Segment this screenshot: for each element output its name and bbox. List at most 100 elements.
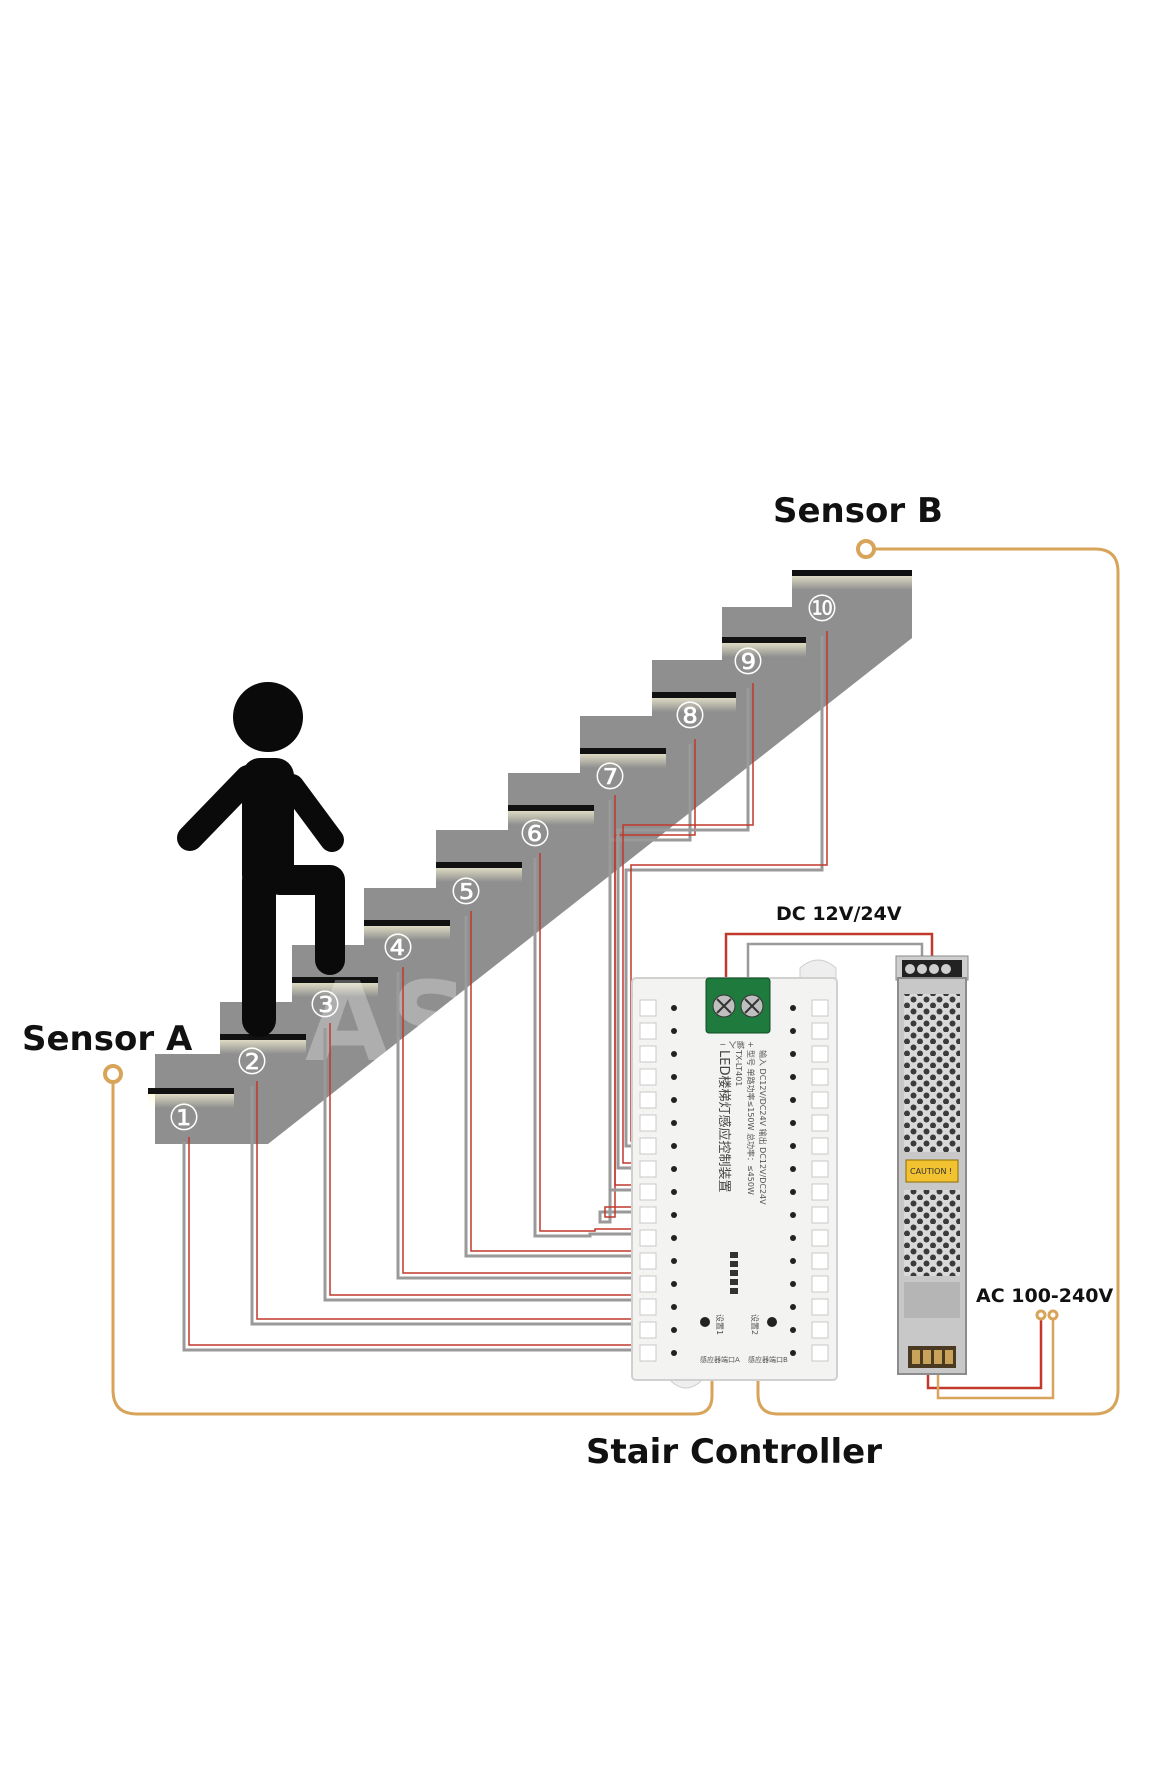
- terminal-left-5: [639, 1091, 657, 1109]
- led-wire-red-5: [470, 911, 637, 1252]
- step-tread-2: [220, 1034, 306, 1040]
- terminal-left-13: [639, 1275, 657, 1293]
- terminal-right-11: [811, 1229, 829, 1247]
- step-glow-5: [436, 864, 522, 882]
- terminal-left-dot-5: [671, 1097, 677, 1103]
- terminal-left-16: [639, 1344, 657, 1362]
- led-wire-gray-1: [182, 1142, 632, 1352]
- terminal-left-dot-4: [671, 1074, 677, 1080]
- led-wires: [182, 631, 828, 1352]
- dip-switch-1[interactable]: [730, 1252, 738, 1258]
- step-number-5: ⑤: [450, 872, 482, 913]
- terminal-left-dot-16: [671, 1350, 677, 1356]
- terminal-right-dot-6: [790, 1120, 796, 1126]
- sensor-port-a-label: 感应器端口A: [700, 1355, 740, 1364]
- terminal-right-dot-13: [790, 1281, 796, 1287]
- dip-switch-4[interactable]: [730, 1279, 738, 1285]
- terminal-left-dot-6: [671, 1120, 677, 1126]
- terminal-left-dot-3: [671, 1051, 677, 1057]
- terminal-right-dot-15: [790, 1327, 796, 1333]
- step-number-3: ③: [309, 985, 341, 1026]
- led-wire-red-3: [329, 1023, 637, 1296]
- led-wire-gray-5: [464, 916, 632, 1258]
- terminal-right-dot-14: [790, 1304, 796, 1310]
- ac-wires: [926, 1318, 1055, 1400]
- terminal-left-8: [639, 1160, 657, 1178]
- led-wire-red-9: [622, 683, 754, 1164]
- controller-model: TX-LT401: [734, 1049, 743, 1086]
- terminal-left-dot-9: [671, 1189, 677, 1195]
- step-glow-2: [220, 1036, 306, 1054]
- terminal-left-4: [639, 1068, 657, 1086]
- step-glow-6: [508, 807, 594, 825]
- ac-input-label: AC 100-240V: [976, 1285, 1113, 1307]
- led-wire-red-1: [188, 1137, 637, 1346]
- terminal-right-dot-4: [790, 1074, 796, 1080]
- setting-2-label: 设置2: [750, 1314, 760, 1335]
- terminal-left-14: [639, 1298, 657, 1316]
- step-number-8: ⑧: [674, 696, 706, 737]
- terminal-right-dot-11: [790, 1235, 796, 1241]
- terminal-right-13: [811, 1275, 829, 1293]
- led-wire-red-6: [539, 853, 637, 1232]
- setting-button-1[interactable]: [700, 1317, 710, 1327]
- psu-caution-label: CAUTION !: [910, 1167, 952, 1176]
- terminal-right-16: [811, 1344, 829, 1362]
- terminal-right-7: [811, 1137, 829, 1155]
- step-number-10: ⑩: [806, 589, 838, 630]
- terminal-right-3: [811, 1045, 829, 1063]
- terminal-left-dot-10: [671, 1212, 677, 1218]
- terminal-left-dot-14: [671, 1304, 677, 1310]
- sensor-a-dot[interactable]: [103, 1064, 123, 1084]
- step-number-9: ⑨: [732, 642, 764, 683]
- terminal-left-dot-8: [671, 1166, 677, 1172]
- terminal-right-14: [811, 1298, 829, 1316]
- ac-dot-2: [1047, 1309, 1059, 1321]
- dip-switch-5[interactable]: [730, 1288, 738, 1294]
- terminal-right-dot-3: [790, 1051, 796, 1057]
- terminal-left-dot-15: [671, 1327, 677, 1333]
- terminal-left-2: [639, 1022, 657, 1040]
- dip-switch[interactable]: [730, 1252, 738, 1294]
- terminal-left-11: [639, 1229, 657, 1247]
- step-number-1: ①: [168, 1098, 200, 1139]
- terminal-right-dot-8: [790, 1166, 796, 1172]
- terminal-right-9: [811, 1183, 829, 1201]
- led-wire-red-8: [614, 739, 696, 1186]
- setting-button-2[interactable]: [767, 1317, 777, 1327]
- terminal-left-dot-2: [671, 1028, 677, 1034]
- step-tread-9: [722, 637, 806, 643]
- step-glow-4: [364, 922, 450, 940]
- step-number-7: ⑦: [594, 757, 626, 798]
- terminal-strip-left: [639, 999, 677, 1362]
- terminal-left-9: [639, 1183, 657, 1201]
- led-wire-gray-6: [533, 858, 632, 1238]
- terminal-right-6: [811, 1114, 829, 1132]
- power-input-label: + 输入 −: [720, 1040, 755, 1050]
- dip-switch-3[interactable]: [730, 1270, 738, 1276]
- ac-dot-1: [1035, 1309, 1047, 1321]
- terminal-left-6: [639, 1114, 657, 1132]
- led-wire-gray-3: [323, 1028, 632, 1302]
- step-treads: [148, 570, 912, 1108]
- sensor-b-dot[interactable]: [856, 539, 876, 559]
- terminal-left-10: [639, 1206, 657, 1224]
- step-tread-7: [580, 748, 666, 754]
- controller-spec-1: 型号 单路功率≤150W 总功率：≤450W: [746, 1050, 756, 1195]
- led-wire-gray-4: [396, 972, 632, 1280]
- terminal-left-7: [639, 1137, 657, 1155]
- step-glow-3: [292, 979, 378, 997]
- dip-switch-2[interactable]: [730, 1261, 738, 1267]
- terminal-left-dot-13: [671, 1281, 677, 1287]
- terminal-right-8: [811, 1160, 829, 1178]
- controller-title: LED楼梯灯感应控制装置: [716, 1050, 732, 1192]
- step-tread-6: [508, 805, 594, 811]
- terminal-right-dot-2: [790, 1028, 796, 1034]
- setting-1-label: 设置1: [715, 1314, 725, 1335]
- step-glow-9: [722, 639, 806, 657]
- terminal-right-2: [811, 1022, 829, 1040]
- led-wire-red-2: [256, 1081, 637, 1320]
- dc-wires: [724, 932, 934, 980]
- terminal-left-dot-11: [671, 1235, 677, 1241]
